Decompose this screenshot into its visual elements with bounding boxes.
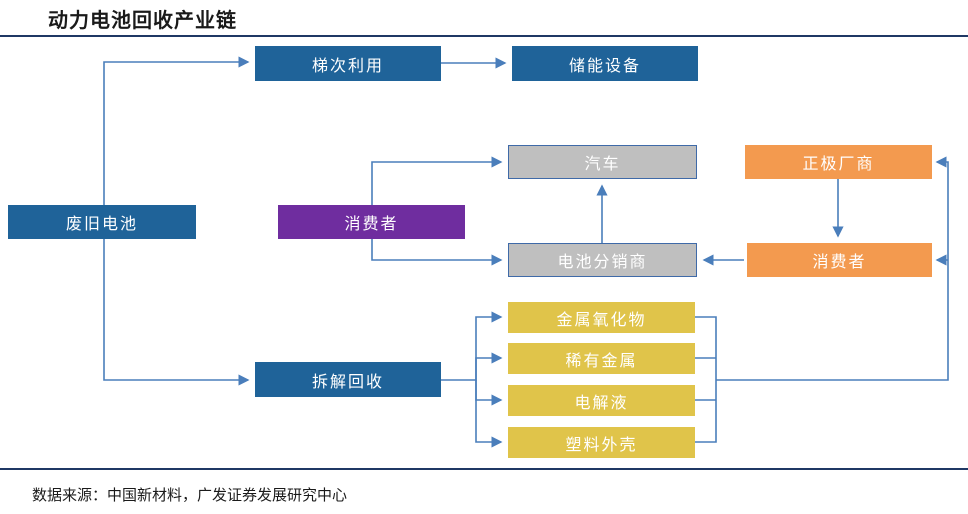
edge-consumer-purple-to-automobile xyxy=(371,156,503,205)
node-label: 废旧电池 xyxy=(65,216,138,233)
edge-waste-battery-to-cascade-use xyxy=(103,56,250,222)
node-label: 电池分销商 xyxy=(557,254,648,271)
node-electrolyte[interactable]: 电解液 xyxy=(508,385,695,416)
node-label: 消费者 xyxy=(344,216,399,233)
node-plastic-shell[interactable]: 塑料外壳 xyxy=(508,427,695,458)
edge-dismantle-recycle-to-plastic-shell xyxy=(475,380,503,448)
edge-consumer-purple-to-battery-distributor xyxy=(371,239,503,266)
node-cascade-use[interactable]: 梯次利用 xyxy=(255,46,441,81)
node-dismantle-recycle[interactable]: 拆解回收 xyxy=(255,362,441,397)
node-label: 消费者 xyxy=(812,254,867,271)
node-energy-storage[interactable]: 储能设备 xyxy=(512,46,698,81)
node-label: 储能设备 xyxy=(568,57,641,75)
node-consumer-orange[interactable]: 消费者 xyxy=(747,243,932,277)
edge-waste-battery-to-dismantle-recycle xyxy=(103,222,250,386)
node-label: 稀有金属 xyxy=(565,352,638,370)
title-divider-bottom xyxy=(0,468,968,470)
node-waste-battery[interactable]: 废旧电池 xyxy=(8,205,196,239)
edge-dismantle-recycle-to-rare-metal xyxy=(475,352,503,380)
node-label: 梯次利用 xyxy=(311,57,384,75)
node-cathode-maker[interactable]: 正极厂商 xyxy=(745,145,932,179)
node-rare-metal[interactable]: 稀有金属 xyxy=(508,343,695,374)
title-divider-top xyxy=(0,35,968,37)
node-metal-oxide[interactable]: 金属氧化物 xyxy=(508,302,695,333)
node-consumer-purple[interactable]: 消费者 xyxy=(278,205,465,239)
node-label: 拆解回收 xyxy=(311,373,384,391)
node-label: 正极厂商 xyxy=(802,156,875,173)
page-title: 动力电池回收产业链 xyxy=(48,10,237,32)
source-note: 数据来源：中国新材料，广发证券发展研究中心 xyxy=(32,488,348,504)
node-label: 汽车 xyxy=(584,156,621,173)
edge-outputs-merge-to-cathode-maker xyxy=(695,316,717,443)
node-label: 电解液 xyxy=(574,394,629,412)
node-label: 金属氧化物 xyxy=(556,311,647,329)
edge-dismantle-recycle-to-electrolyte xyxy=(475,380,503,406)
node-battery-distributor[interactable]: 电池分销商 xyxy=(508,243,697,277)
edge-dismantle-recycle-to-metal-oxide xyxy=(441,311,503,381)
node-automobile[interactable]: 汽车 xyxy=(508,145,697,179)
node-label: 塑料外壳 xyxy=(565,436,638,454)
